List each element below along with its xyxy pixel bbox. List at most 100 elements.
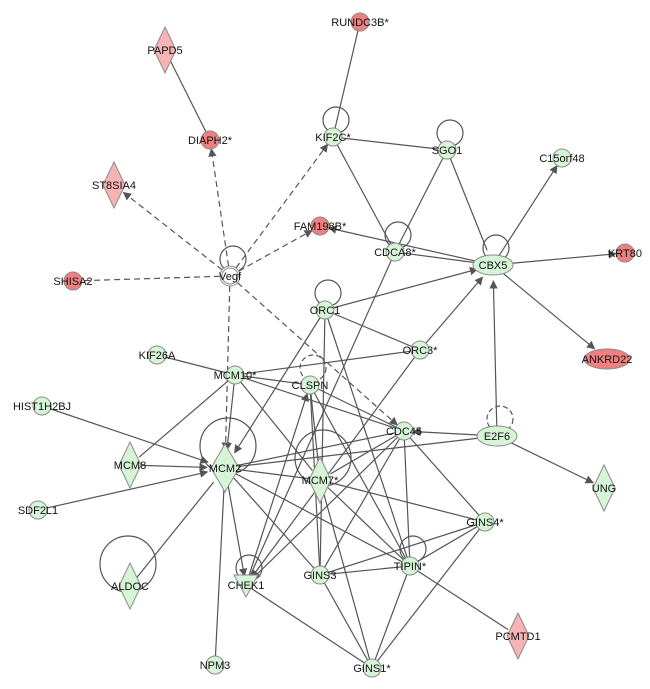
node-label: Vegf bbox=[219, 271, 242, 283]
node-CBX5[interactable]: CBX5 bbox=[472, 254, 514, 276]
node-TIPIN[interactable]: TIPIN* bbox=[394, 556, 427, 576]
edge-MCM8-MCM2 bbox=[129, 462, 208, 472]
node-shape bbox=[310, 216, 330, 236]
node-CHEK1[interactable]: CHEK1 bbox=[228, 574, 265, 599]
edge-Vegf-KIF2C bbox=[229, 143, 329, 277]
edge-ORC1-CBX5 bbox=[324, 267, 479, 311]
edge-CBX5-C15orf48 bbox=[492, 164, 558, 266]
node-RUNDC3B[interactable]: RUNDC3B* bbox=[331, 12, 389, 32]
node-MCM7[interactable]: MCM7* bbox=[302, 455, 339, 505]
node-label: SGO1 bbox=[432, 145, 463, 157]
node-MCM10[interactable]: MCM10* bbox=[214, 365, 258, 385]
node-shape bbox=[118, 561, 142, 611]
edge-CDC45-TIPIN bbox=[403, 430, 411, 558]
node-shape bbox=[300, 375, 320, 395]
node-label: RUNDC3B* bbox=[331, 17, 389, 29]
edge-Vegf-DIAPH2 bbox=[208, 148, 231, 277]
node-KIF26A[interactable]: KIF26A bbox=[139, 345, 176, 365]
edge-MCM10-MCM8 bbox=[138, 374, 236, 458]
node-ANKRD22[interactable]: ANKRD22 bbox=[582, 348, 633, 370]
edge-MCM7-GINS4 bbox=[319, 479, 477, 521]
node-MCM2[interactable]: MCM2 bbox=[209, 443, 241, 493]
node-shape bbox=[323, 127, 343, 147]
node-label: MCM7* bbox=[302, 475, 339, 487]
node-SGO1[interactable]: SGO1 bbox=[432, 140, 463, 160]
node-label: ORC1 bbox=[310, 305, 341, 317]
node-GINS4[interactable]: GINS4* bbox=[466, 512, 504, 532]
node-label: CLSPN bbox=[292, 380, 329, 392]
node-shape bbox=[308, 455, 332, 505]
edge-GINS4-GINS3 bbox=[328, 521, 486, 573]
edge-Vegf-FAM198B bbox=[229, 229, 313, 277]
node-label: ALDOC bbox=[111, 581, 149, 593]
node-KIF2C[interactable]: KIF2C* bbox=[315, 127, 351, 147]
node-GINS1[interactable]: GINS1* bbox=[353, 658, 391, 678]
edge-GINS3-GINS1 bbox=[319, 574, 369, 661]
node-HIST1H2BJ[interactable]: HIST1H2BJ bbox=[13, 396, 71, 416]
node-NPM3[interactable]: NPM3 bbox=[200, 655, 231, 675]
edge-MCM2-TIPIN bbox=[224, 467, 403, 563]
node-CDCA8[interactable]: CDCA8* bbox=[374, 242, 416, 262]
edge-Vegf-MCM2 bbox=[221, 275, 231, 451]
node-label: HIST1H2BJ bbox=[13, 401, 71, 413]
node-PCMTD1[interactable]: PCMTD1 bbox=[495, 611, 541, 661]
edge-MCM10-MCM7 bbox=[234, 374, 313, 472]
edge-MCM10-CLSPN bbox=[234, 374, 302, 385]
node-shape bbox=[362, 658, 382, 678]
node-ORC3[interactable]: ORC3* bbox=[403, 340, 439, 360]
node-DIAPH2[interactable]: DIAPH2* bbox=[188, 130, 233, 150]
node-shape bbox=[385, 242, 405, 262]
node-ORC1[interactable]: ORC1 bbox=[310, 300, 341, 320]
node-label: FAM198B* bbox=[294, 221, 347, 233]
edge-ORC3-CHEK1 bbox=[250, 349, 421, 579]
node-shape bbox=[472, 254, 514, 276]
edge-MCM10-ORC3 bbox=[234, 350, 412, 376]
node-shape bbox=[28, 500, 48, 520]
node-Vegf[interactable]: Vegf bbox=[219, 265, 242, 287]
node-SDF2L1[interactable]: SDF2L1 bbox=[18, 500, 58, 520]
node-SHISA2[interactable]: SHISA2 bbox=[53, 271, 93, 291]
node-ALDOC[interactable]: ALDOC bbox=[111, 561, 149, 611]
edge-GINS4-TIPIN bbox=[417, 521, 486, 562]
node-KRT80[interactable]: KRT80 bbox=[608, 243, 642, 263]
node-shape bbox=[147, 345, 167, 365]
edge-MCM7-GINS1 bbox=[319, 479, 371, 660]
node-E2F6[interactable]: E2F6 bbox=[476, 425, 518, 447]
edge-ORC1-ORC3 bbox=[324, 309, 412, 348]
edge-KIF2C-SGO1 bbox=[332, 136, 439, 150]
node-FAM198B[interactable]: FAM198B* bbox=[294, 216, 347, 236]
node-CLSPN[interactable]: CLSPN bbox=[292, 375, 329, 395]
node-label: CDC45 bbox=[386, 426, 422, 438]
node-label: NPM3 bbox=[200, 660, 231, 672]
node-shape bbox=[615, 243, 635, 263]
node-CDC45[interactable]: CDC45 bbox=[386, 421, 422, 441]
node-label: TIPIN* bbox=[394, 561, 427, 573]
node-label: CDCA8* bbox=[374, 247, 416, 259]
node-label: KRT80 bbox=[608, 248, 642, 260]
node-shape bbox=[102, 160, 126, 210]
node-C15orf48[interactable]: C15orf48 bbox=[539, 148, 585, 168]
node-label: SDF2L1 bbox=[18, 505, 58, 517]
node-MCM8[interactable]: MCM8 bbox=[114, 440, 146, 490]
node-GINS3[interactable]: GINS3 bbox=[303, 565, 337, 585]
node-UNG[interactable]: UNG bbox=[592, 463, 616, 513]
edge-GINS3-TIPIN bbox=[319, 566, 402, 576]
edge-SGO1-CBX5 bbox=[446, 149, 488, 251]
edge-RUNDC3B-KIF2C bbox=[334, 21, 361, 129]
node-label: KIF26A bbox=[139, 350, 176, 362]
node-shape bbox=[583, 348, 631, 370]
node-label: MCM8 bbox=[114, 460, 146, 472]
edge-GINS4-GINS1 bbox=[377, 521, 486, 662]
node-label: ORC3* bbox=[403, 345, 439, 357]
node-label: PAPD5 bbox=[147, 45, 182, 57]
node-PAPD5[interactable]: PAPD5 bbox=[147, 25, 183, 75]
node-ST8SIA4[interactable]: ST8SIA4 bbox=[92, 160, 136, 210]
node-label: MCM2 bbox=[209, 463, 241, 475]
node-label: CHEK1 bbox=[228, 580, 265, 592]
edge-CDC45-CHEK1 bbox=[251, 430, 405, 580]
edge-MCM2-E2F6 bbox=[224, 437, 482, 469]
edge-E2F6-UNG bbox=[496, 435, 594, 484]
node-shape bbox=[350, 12, 370, 32]
edge-SDF2L1-MCM2 bbox=[37, 469, 209, 511]
